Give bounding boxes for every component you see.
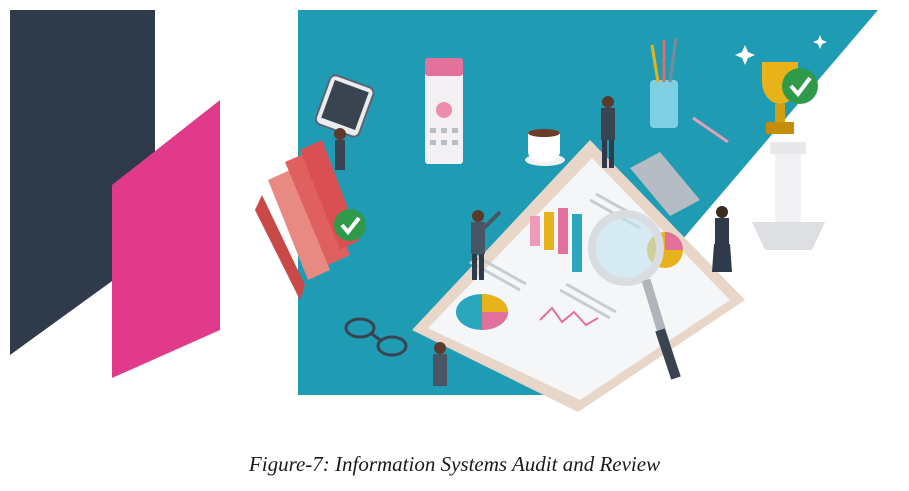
person-figure-pointing — [471, 210, 502, 280]
pen-icon — [692, 116, 729, 144]
person-figure-standing — [601, 96, 615, 168]
folder-icon — [630, 152, 700, 216]
clipboard-paper — [428, 158, 730, 400]
person-figure — [334, 128, 346, 170]
audit-illustration — [10, 10, 878, 412]
line-graph — [539, 306, 599, 327]
pencil-cup-icon — [650, 37, 678, 128]
pie-chart-graphic — [456, 294, 508, 330]
checkmark-badge-icon — [334, 209, 366, 241]
magnifying-glass-icon — [588, 210, 681, 380]
figure-caption: Figure-7: Information Systems Audit and … — [248, 452, 661, 476]
coffee-cup-icon — [525, 129, 565, 166]
pink-panel — [112, 100, 220, 378]
sparkle-icon — [735, 35, 827, 65]
phone-icon — [314, 74, 375, 138]
glasses-icon — [344, 317, 408, 357]
award-badge-icon — [782, 68, 818, 104]
person-figure-bottom — [433, 342, 447, 386]
person-figure-woman — [712, 206, 732, 272]
bar-chart-graphic — [530, 208, 582, 272]
calendar-icon — [425, 58, 463, 164]
